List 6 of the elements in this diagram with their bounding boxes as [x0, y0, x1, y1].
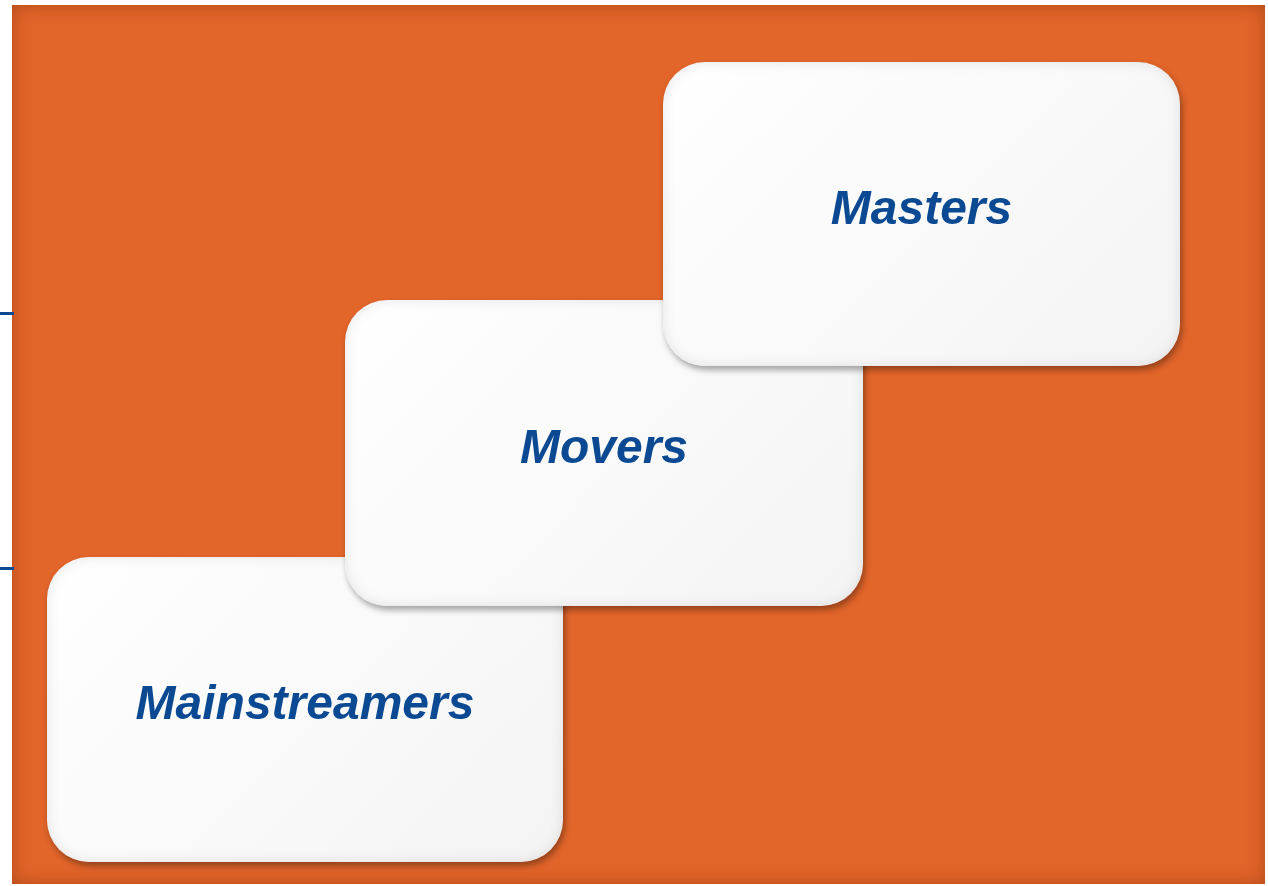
step-label: Mainstreamers — [135, 675, 475, 730]
step-box — [663, 62, 1180, 366]
step-label: Masters — [830, 179, 1013, 235]
step-box — [345, 300, 863, 606]
step-label: Movers — [519, 418, 689, 474]
step-box — [47, 557, 563, 862]
